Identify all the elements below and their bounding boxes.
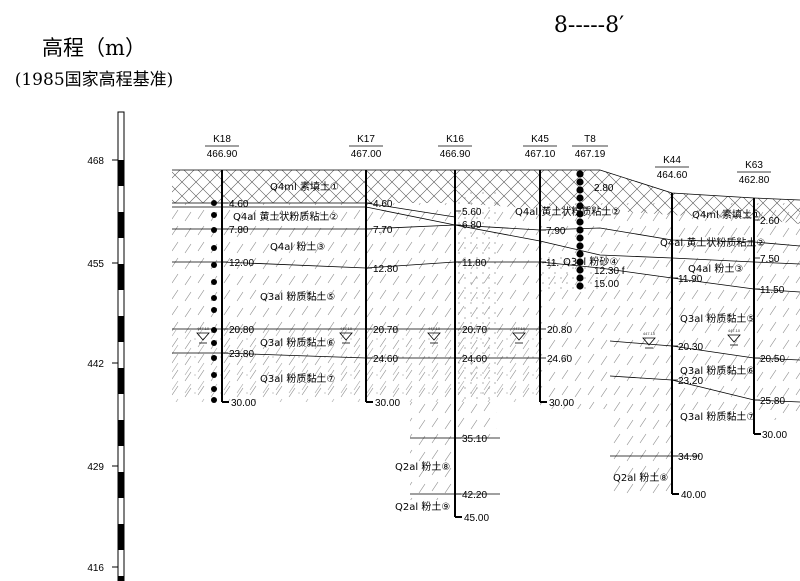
k44-water-level: 447.10 [643, 331, 656, 336]
borehole-k18-elevation: 466.90 [207, 149, 238, 160]
k18-depth-4: 20.80 [229, 325, 254, 336]
layer-5-label-k18: Q3al 粉质黏土⑤ [260, 290, 335, 303]
borehole-k44-elevation: 464.60 [657, 170, 688, 181]
borehole-k16-elevation: 466.90 [440, 149, 471, 160]
borehole-lines [221, 170, 761, 518]
k17-water-level: 447.10 [340, 326, 353, 331]
k18-depth-3: 12.00 [229, 258, 254, 269]
borehole-k44-id: K44 [663, 155, 681, 166]
elevation-axis-subtitle: (1985国家高程基准) [15, 70, 174, 90]
borehole-k16-id: K16 [446, 134, 464, 145]
layer-4-label-t8: Q3al 粉砂④ [563, 255, 618, 268]
layer-6-label-k44: Q3al 粉质黏土⑥ [680, 364, 755, 377]
borehole-k18-id: K18 [213, 134, 231, 145]
elevation-scale-bar [112, 111, 125, 581]
k63-depth-3: 11.50 [760, 285, 785, 296]
elevation-tick-468: 468 [87, 156, 104, 167]
layer-7-label-k18: Q3al 粉质黏土⑦ [260, 372, 335, 385]
t8-depth-fragment: 12.30 f [594, 266, 625, 277]
k16-water-level: 447.10 [428, 326, 441, 331]
borehole-t8-id: T8 [584, 134, 596, 145]
borehole-headers [205, 145, 771, 173]
k45-water-level: 447.10 [513, 326, 526, 331]
k44-depth-3: 23.20 [678, 376, 703, 387]
layer-1-label-k18: Q4ml 素填土① [270, 180, 339, 193]
k63-depth-5: 25.80 [760, 396, 785, 407]
layer-9-label-k16: Q2al 粉土⑨ [395, 500, 450, 513]
k63-water-level: 447.10 [728, 328, 741, 333]
k44-depth-4: 34.90 [678, 452, 703, 463]
k16-depth-7: 42.20 [462, 490, 487, 501]
borehole-k45-elevation: 467.10 [525, 149, 556, 160]
elevation-tick-416: 416 [87, 563, 104, 574]
borehole-t8-elevation: 467.19 [575, 149, 606, 160]
layer-7-label-k44: Q3al 粉质黏土⑦ [680, 410, 755, 423]
elevation-tick-455: 455 [87, 259, 104, 270]
k16-depth-2: 6.80 [462, 220, 482, 231]
k63-depth-6: 30.00 [762, 430, 787, 441]
k17-depth-3: 12.80 [373, 264, 398, 275]
t8-sample-dots [576, 170, 584, 290]
layer-8-label-k44: Q2al 粉土⑧ [613, 471, 668, 484]
elevation-tick-429: 429 [87, 462, 104, 473]
depth-ticks [222, 202, 760, 495]
k18-sample-dots [211, 200, 217, 403]
k18-depth-1: 4.60 [229, 199, 249, 210]
layer-1-label-k63: Q4ml 素填土① [692, 208, 761, 221]
t8-depth-1: 2.80 [594, 183, 614, 194]
section-title: 8-----8′ [554, 13, 624, 38]
layer-5-label-k44: Q3al 粉质黏土⑤ [680, 312, 755, 325]
groundwater-symbols [196, 332, 741, 349]
k17-depth-6: 30.00 [375, 398, 400, 409]
k16-depth-6: 35.10 [462, 434, 487, 445]
borehole-k17-elevation: 467.00 [351, 149, 382, 160]
k16-depth-5: 24.60 [462, 354, 487, 365]
elevation-axis-title: 高程（m） [42, 36, 146, 60]
k16-depth-3: 11.80 [462, 258, 487, 269]
layer-labels: Q4ml 素填土① Q4al 黄土状粉质粘土② Q4al 粉土③ Q3al 粉质… [233, 180, 765, 513]
k44-depth-1: 11.90 [678, 274, 703, 285]
k17-depth-2: 7.70 [373, 225, 393, 236]
layer-2-label-k45: Q4al 黄土状粉质粘土② [515, 205, 620, 218]
k18-water-level: 447.10 [197, 326, 210, 331]
k45-depth-2: 11. [546, 258, 559, 269]
k16-depth-1: 5.60 [462, 207, 482, 218]
layer-8-label-k16: Q2al 粉土⑧ [395, 460, 450, 473]
borehole-k45-id: K45 [531, 134, 549, 145]
borehole-k63-id: K63 [745, 160, 763, 171]
borehole-k17-id: K17 [357, 134, 375, 145]
layer-2-label-k18: Q4al 黄土状粉质粘土② [233, 210, 338, 223]
layer-6-label-k18: Q3al 粉质黏土⑥ [260, 336, 335, 349]
k45-depth-5: 30.00 [549, 398, 574, 409]
k63-depth-2: 7.50 [760, 254, 780, 265]
k16-depth-8: 45.00 [464, 513, 489, 524]
k18-depth-5: 23.80 [229, 349, 254, 360]
k16-depth-4: 20.70 [462, 325, 487, 336]
k17-depth-5: 24.60 [373, 354, 398, 365]
layer-3-label-k44: Q4al 粉土③ [688, 262, 743, 275]
k17-depth-1: 4.60 [373, 199, 393, 210]
borehole-k63-elevation: 462.80 [739, 175, 770, 186]
k63-depth-4: 20.50 [760, 354, 785, 365]
layer-3-label-k18: Q4al 粉土③ [270, 240, 325, 253]
k45-depth-3: 20.80 [547, 325, 572, 336]
k44-depth-5: 40.00 [681, 490, 706, 501]
k44-depth-2: 20.30 [678, 342, 703, 353]
layer-2-label-k44: Q4al 黄土状粉质粘土② [660, 236, 765, 249]
k18-depth-6: 30.00 [231, 398, 256, 409]
t8-depth-2: 15.00 [594, 279, 619, 290]
k63-depth-1: 2.60 [760, 216, 780, 227]
k45-depth-4: 24.60 [547, 354, 572, 365]
k45-depth-1: 7.90 [546, 226, 566, 237]
k17-depth-4: 20.70 [373, 325, 398, 336]
elevation-tick-442: 442 [87, 359, 104, 370]
k18-depth-2: 7.80 [229, 225, 249, 236]
